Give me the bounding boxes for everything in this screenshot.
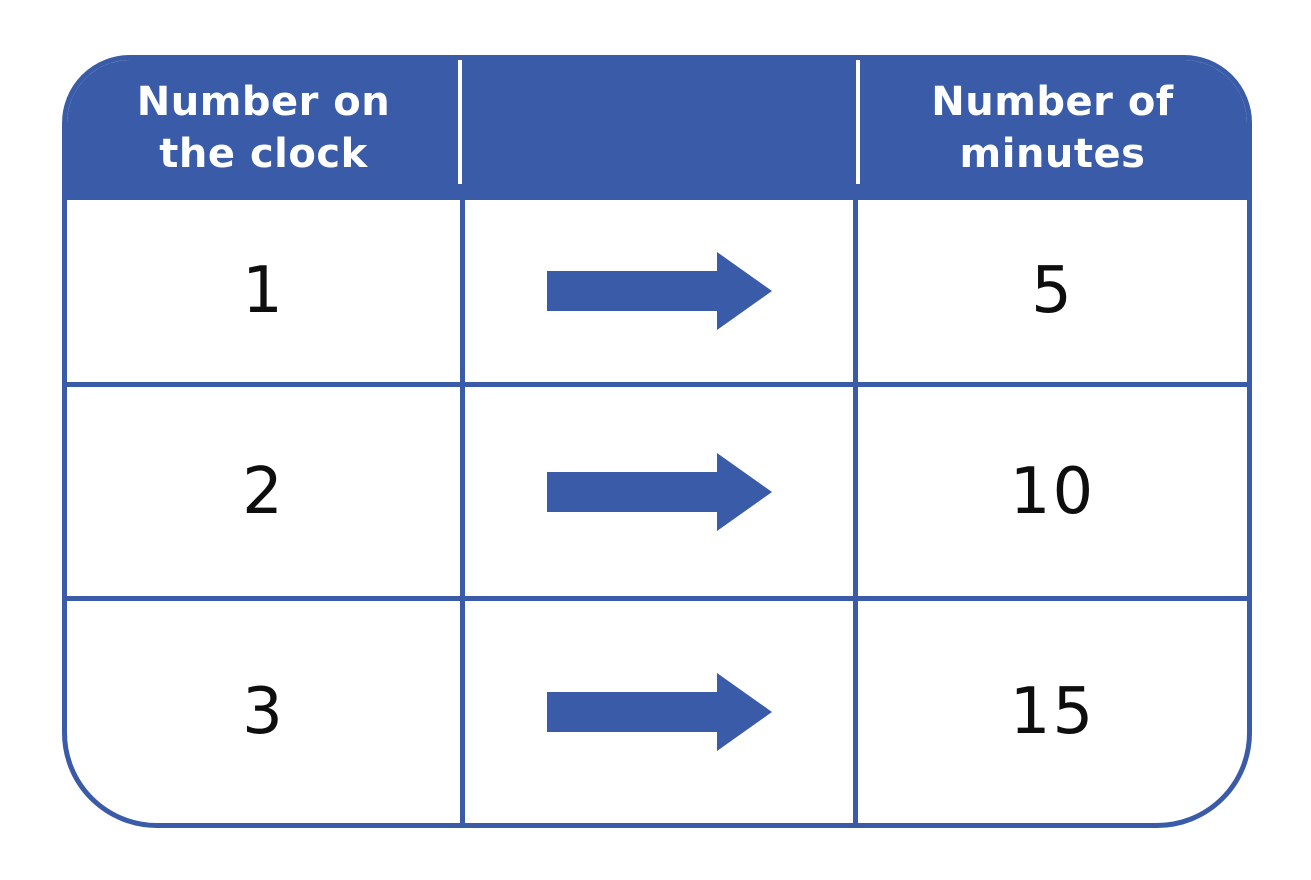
table-row: 1 5 bbox=[67, 195, 1247, 382]
header-clock-label: Number on the clock bbox=[136, 78, 391, 177]
clock-number-cell: 1 bbox=[67, 200, 460, 382]
minutes-cell: 5 bbox=[858, 200, 1247, 382]
minutes-value: 5 bbox=[1031, 254, 1074, 328]
table-header-row: Number on the clock Number of minutes bbox=[67, 60, 1247, 195]
minutes-value: 10 bbox=[1009, 454, 1096, 529]
clock-number-cell: 2 bbox=[67, 387, 460, 596]
minutes-cell: 15 bbox=[858, 601, 1247, 823]
minutes-value: 15 bbox=[1009, 675, 1096, 749]
clock-number-cell: 3 bbox=[67, 601, 460, 823]
header-minutes-label: Number of minutes bbox=[931, 78, 1174, 177]
clock-minutes-table: Number on the clock Number of minutes 1 … bbox=[62, 55, 1252, 828]
header-divider-left bbox=[458, 60, 462, 184]
right-arrow-icon bbox=[546, 452, 772, 531]
header-cell-clock: Number on the clock bbox=[67, 60, 460, 195]
table-row: 3 15 bbox=[67, 596, 1247, 823]
clock-number-value: 3 bbox=[242, 675, 285, 749]
clock-number-value: 1 bbox=[242, 254, 285, 328]
table-row: 2 10 bbox=[67, 382, 1247, 596]
right-arrow-icon bbox=[546, 673, 772, 751]
header-divider-right bbox=[856, 60, 860, 184]
header-cell-minutes: Number of minutes bbox=[858, 60, 1247, 195]
arrow-cell bbox=[460, 601, 858, 823]
header-cell-middle bbox=[458, 60, 860, 195]
arrow-cell bbox=[460, 387, 858, 596]
right-arrow-icon bbox=[546, 252, 772, 330]
clock-number-value: 2 bbox=[242, 454, 285, 529]
minutes-cell: 10 bbox=[858, 387, 1247, 596]
arrow-cell bbox=[460, 200, 858, 382]
